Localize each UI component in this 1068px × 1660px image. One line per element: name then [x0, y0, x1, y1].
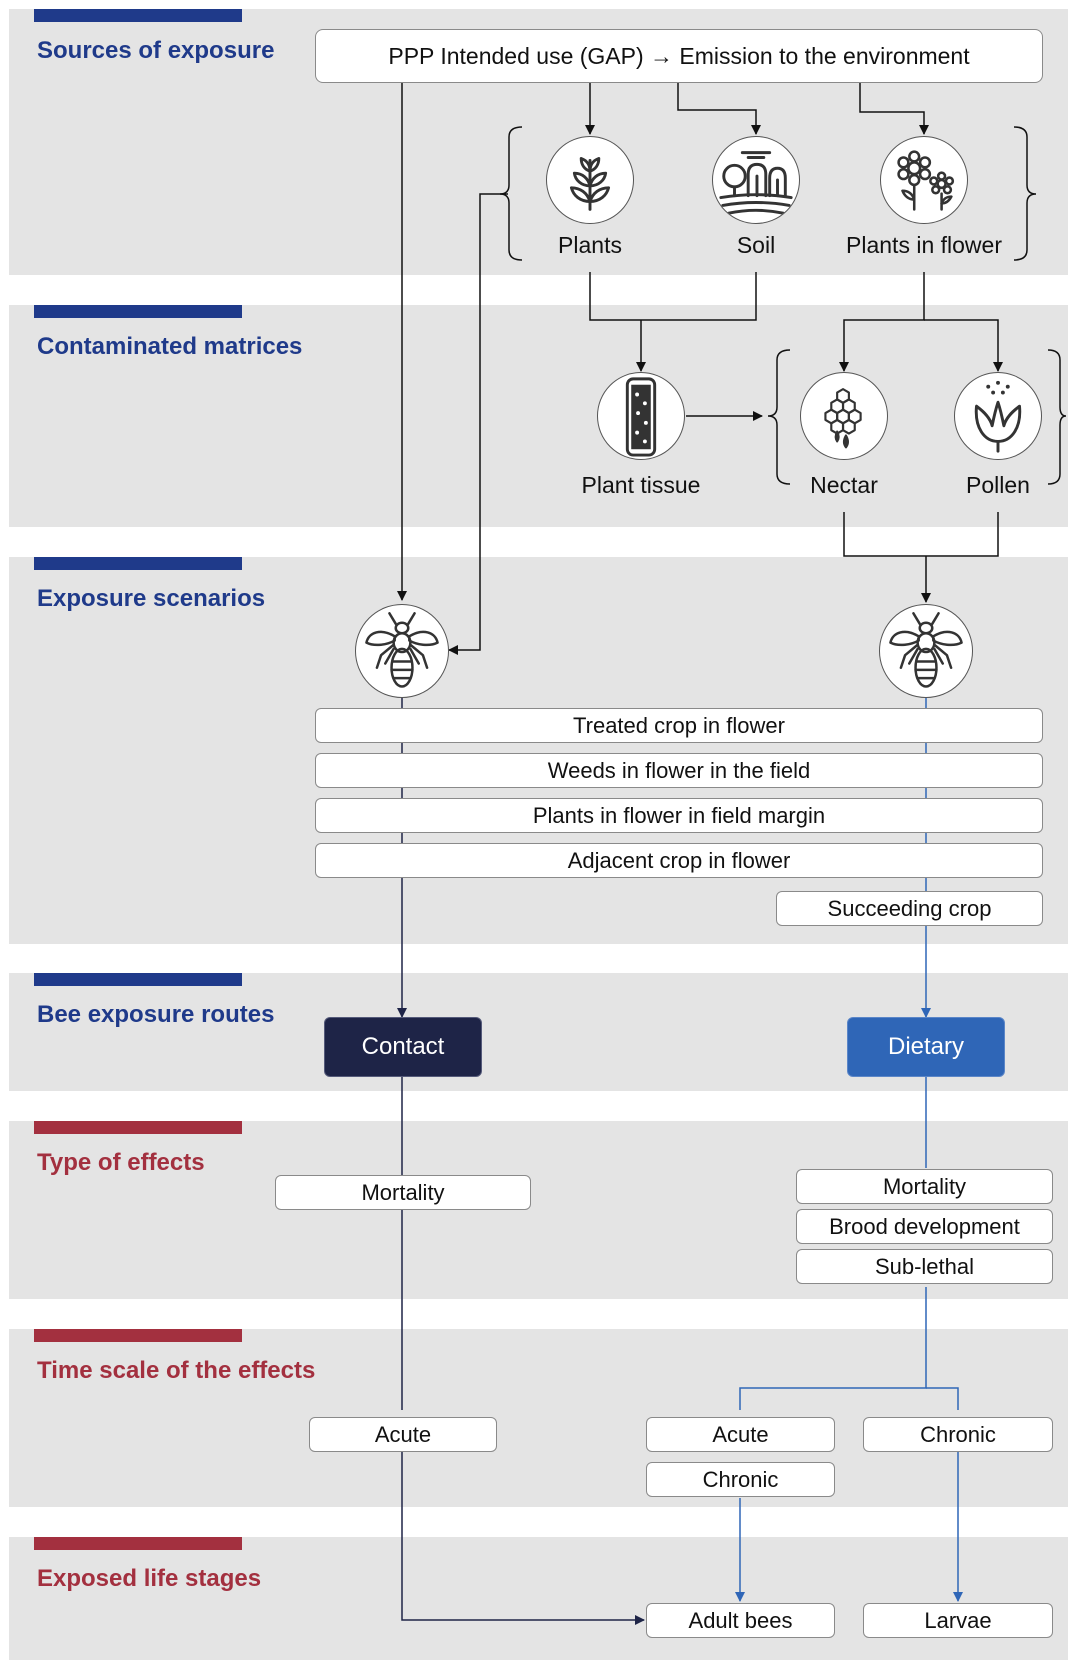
scenario-weeds-in-field: Weeds in flower in the field [315, 753, 1043, 788]
band-lifestages [9, 1537, 1068, 1660]
section-label-matrices: Contaminated matrices [37, 333, 303, 360]
honeycomb-nectar-icon [800, 372, 888, 460]
scenario-treated-crop: Treated crop in flower [315, 708, 1043, 743]
route-dietary: Dietary [847, 1017, 1005, 1077]
effect-dietary-mortality: Mortality [796, 1169, 1053, 1204]
section-marker [34, 1537, 242, 1550]
scenario-adjacent-crop: Adjacent crop in flower [315, 843, 1043, 878]
icon-label-plant-tissue: Plant tissue [581, 472, 701, 498]
section-marker [34, 1329, 242, 1342]
section-marker [34, 9, 242, 22]
plant-tissue-icon [597, 372, 685, 460]
wheat-plant-icon [546, 136, 634, 224]
icon-label-soil: Soil [736, 232, 776, 258]
timescale-dietary-chronic-left: Chronic [646, 1462, 835, 1497]
section-label-lifestages: Exposed life stages [37, 1565, 262, 1592]
timescale-contact-acute: Acute [309, 1417, 497, 1452]
timescale-dietary-chronic-right: Chronic [863, 1417, 1053, 1452]
soil-trees-icon [712, 136, 800, 224]
lifestage-larvae: Larvae [863, 1603, 1053, 1638]
scenario-field-margin: Plants in flower in field margin [315, 798, 1043, 833]
effect-dietary-brood: Brood development [796, 1209, 1053, 1244]
icon-label-nectar: Nectar [810, 472, 878, 498]
route-contact: Contact [324, 1017, 482, 1077]
effect-dietary-sublethal: Sub-lethal [796, 1249, 1053, 1284]
section-marker [34, 305, 242, 318]
icon-label-pollen: Pollen [966, 472, 1030, 498]
section-label-timescale: Time scale of the effects [37, 1357, 316, 1384]
section-marker [34, 1121, 242, 1134]
icon-label-plants: Plants [558, 232, 622, 258]
emission-source-box: PPP Intended use (GAP) → Emission to the… [315, 29, 1043, 83]
effect-contact-mortality: Mortality [275, 1175, 531, 1210]
bee-icon [879, 604, 973, 698]
band-matrices [9, 305, 1068, 527]
section-label-routes: Bee exposure routes [37, 1001, 275, 1028]
timescale-dietary-acute: Acute [646, 1417, 835, 1452]
icon-label-plants-in-flower: Plants in flower [846, 232, 1002, 258]
section-label-effects: Type of effects [37, 1149, 205, 1176]
section-label-scenarios: Exposure scenarios [37, 585, 266, 612]
section-marker [34, 557, 242, 570]
flowers-icon [880, 136, 968, 224]
bee-icon [355, 604, 449, 698]
section-label-sources: Sources of exposure [37, 37, 275, 64]
tulip-pollen-icon [954, 372, 1042, 460]
lifestage-adult-bees: Adult bees [646, 1603, 835, 1638]
section-marker [34, 973, 242, 986]
scenario-succeeding-crop: Succeeding crop [776, 891, 1043, 926]
